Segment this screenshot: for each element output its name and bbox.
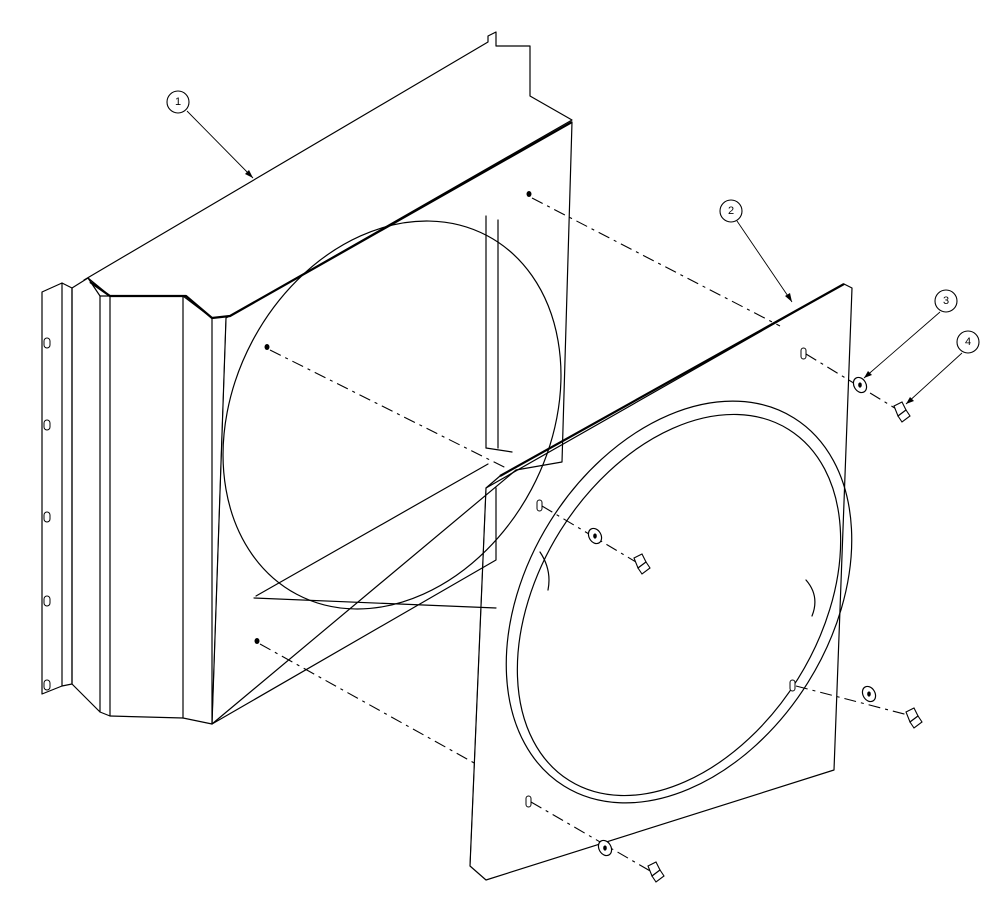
assembly-center-lines xyxy=(259,197,913,873)
callout-3: 3 xyxy=(863,289,958,379)
cap-screw xyxy=(893,401,911,423)
washer xyxy=(597,839,613,857)
shroud-hole-bottom-left xyxy=(254,638,260,644)
cap-screw xyxy=(905,707,923,729)
mounting-flange xyxy=(41,282,73,695)
shroud-hole-top-right xyxy=(526,191,532,197)
shroud-opening xyxy=(222,220,562,610)
fan-shroud xyxy=(41,31,573,725)
callout-label: 3 xyxy=(943,295,949,307)
shroud-interior xyxy=(253,215,513,609)
callout-1: 1 xyxy=(166,90,254,179)
callout-label: 4 xyxy=(965,336,971,348)
callouts: 1 2 3 4 xyxy=(166,90,980,405)
washer xyxy=(861,685,877,703)
washer xyxy=(852,376,868,394)
washers xyxy=(587,376,877,857)
shroud-side-panels xyxy=(71,277,213,725)
washer xyxy=(587,527,603,545)
shroud-hole-mid-left xyxy=(264,344,270,350)
fan-ring-plate xyxy=(469,283,853,881)
callout-label: 2 xyxy=(728,205,734,217)
cap-screws xyxy=(633,401,923,883)
shroud-front-face xyxy=(211,121,573,725)
fan-ring-outer xyxy=(505,400,853,804)
callout-2: 2 xyxy=(719,199,793,303)
cap-screw xyxy=(647,861,665,883)
callout-4: 4 xyxy=(905,330,980,405)
cap-screw xyxy=(633,553,651,575)
shroud-top xyxy=(83,31,573,320)
fan-ring-inner xyxy=(516,413,842,797)
callout-label: 1 xyxy=(175,96,181,108)
